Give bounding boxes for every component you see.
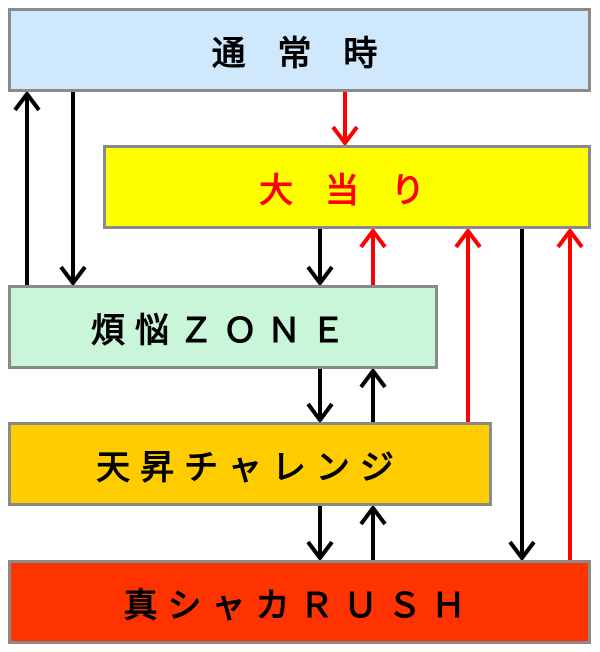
arrow-bonus-rush	[508, 229, 536, 562]
arrow-head	[59, 265, 87, 287]
state-challenge: 天昇チャレンジ	[8, 422, 492, 506]
arrow-head	[13, 90, 41, 112]
arrow-challenge-zone	[359, 367, 387, 422]
arrow-normal-zone	[59, 92, 87, 287]
state-rush: 真シャカＲＵＳＨ	[8, 560, 591, 644]
arrow-head	[508, 540, 536, 562]
arrow-head	[306, 402, 334, 424]
arrow-head	[359, 227, 387, 249]
arrow-head	[306, 265, 334, 287]
arrow-head	[306, 540, 334, 562]
arrow-challenge-rush	[306, 506, 334, 562]
state-normal-label: 通 常 時	[211, 33, 388, 74]
arrow-normal-bonus	[331, 92, 359, 147]
arrow-rush-bonus	[556, 227, 584, 560]
state-bonus: 大 当 り	[103, 145, 591, 229]
state-challenge-label: 天昇チャレンジ	[96, 447, 404, 488]
arrow-bonus-zone	[306, 229, 334, 287]
state-zone: 煩悩ＺＯＮＥ	[8, 285, 438, 369]
state-normal: 通 常 時	[8, 8, 591, 92]
arrow-head	[359, 504, 387, 526]
arrow-rush-challenge	[359, 504, 387, 560]
arrow-head	[556, 227, 584, 249]
arrow-head	[454, 227, 482, 249]
arrow-zone-normal	[13, 90, 41, 285]
arrow-head	[359, 367, 387, 389]
state-rush-label: 真シャカＲＵＳＨ	[123, 585, 476, 626]
arrow-zone-challenge	[306, 369, 334, 424]
arrow-head	[331, 125, 359, 147]
arrow-zone-bonus	[359, 227, 387, 285]
state-zone-label: 煩悩ＺＯＮＥ	[91, 310, 355, 351]
state-bonus-label: 大 当 り	[259, 170, 435, 211]
arrow-challenge-bonus	[454, 227, 482, 422]
